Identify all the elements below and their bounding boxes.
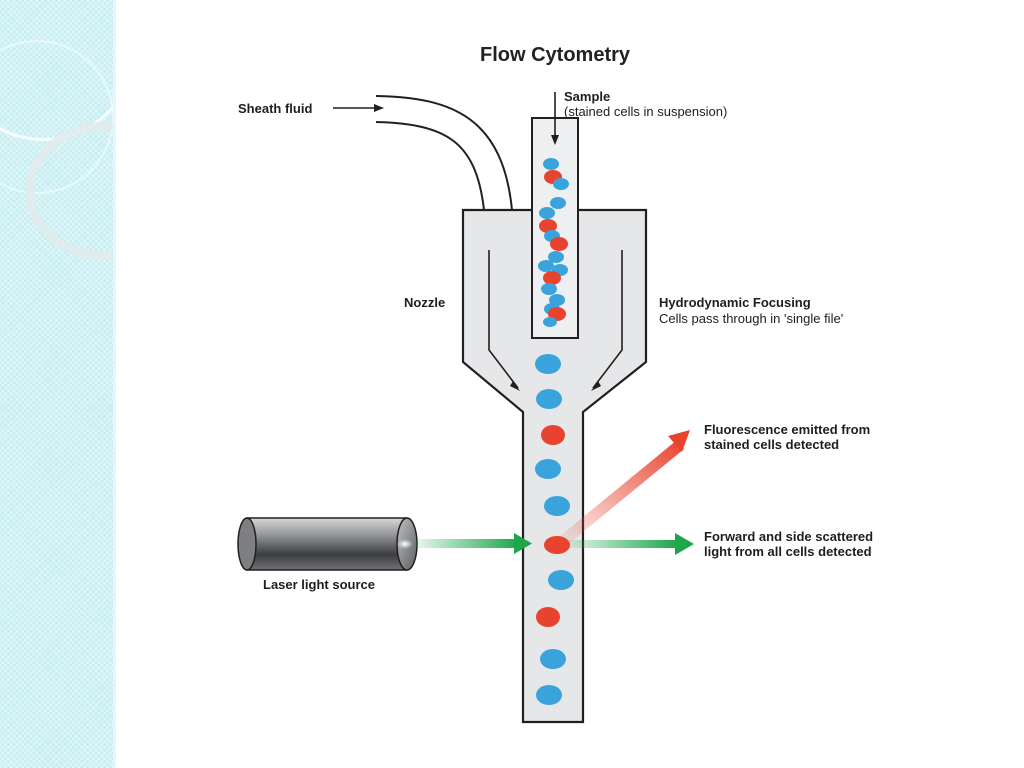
cell-blue: [536, 685, 562, 705]
scatter-label-line2: light from all cells detected: [704, 544, 872, 559]
fluorescence-label-line1: Fluorescence emitted from: [704, 422, 871, 437]
cell-blue: [535, 354, 561, 374]
arrow-icon: [514, 533, 532, 554]
cell-red: [536, 607, 560, 627]
sample-label: Sample: [564, 89, 611, 104]
nozzle-label: Nozzle: [404, 295, 446, 310]
cell-red: [541, 425, 565, 445]
arrow-icon: [551, 135, 559, 145]
channel-cells: [535, 354, 574, 705]
cell-blue: [548, 251, 564, 263]
cell-red: [550, 237, 568, 251]
cell-red: [539, 219, 557, 233]
laser-source-label: Laser light source: [263, 577, 375, 592]
cell-blue: [540, 649, 566, 669]
cell-blue: [548, 570, 574, 590]
sample-sublabel: (stained cells in suspension): [564, 104, 728, 119]
hydrodynamic-focusing-sublabel: Cells pass through in 'single file': [659, 311, 844, 326]
cell-red: [543, 271, 561, 285]
arrow-icon: [668, 430, 690, 452]
scatter-beam: [567, 540, 677, 548]
decorative-sidebar: [0, 0, 113, 768]
page-title: Flow Cytometry: [479, 44, 631, 66]
laser-cylinder-icon: [237, 517, 418, 571]
cell-blue: [543, 158, 559, 170]
sheath-tube-outer: [375, 95, 513, 211]
arrow-icon: [591, 381, 601, 391]
cell-blue: [535, 459, 561, 479]
cell-blue: [538, 260, 554, 272]
sample-cells: [538, 158, 569, 327]
cell-blue: [553, 178, 569, 190]
arrow-icon: [510, 381, 520, 391]
cell-blue: [549, 294, 565, 306]
flow-guide-right: [592, 250, 623, 389]
scatter-label-line1: Forward and side scattered: [704, 529, 874, 544]
laser-beam: [405, 539, 518, 548]
cell-red-detected: [544, 536, 570, 554]
cell-blue: [541, 283, 557, 295]
cell-blue: [550, 197, 566, 209]
sheath-fluid-label: Sheath fluid: [238, 101, 313, 116]
hydrodynamic-focusing-label: Hydrodynamic Focusing: [659, 295, 811, 310]
cell-blue: [536, 389, 562, 409]
fluorescence-label-line2: stained cells detected: [704, 437, 840, 452]
flow-guide-left: [488, 250, 519, 389]
cell-blue: [543, 317, 557, 327]
cell-blue: [539, 207, 555, 219]
arrow-icon: [374, 104, 384, 112]
arrow-icon: [675, 533, 694, 555]
fluorescence-beam: [560, 440, 684, 545]
sheath-tube-inner: [375, 121, 485, 211]
cell-blue: [544, 496, 570, 516]
sidebar-edge: [113, 0, 116, 768]
